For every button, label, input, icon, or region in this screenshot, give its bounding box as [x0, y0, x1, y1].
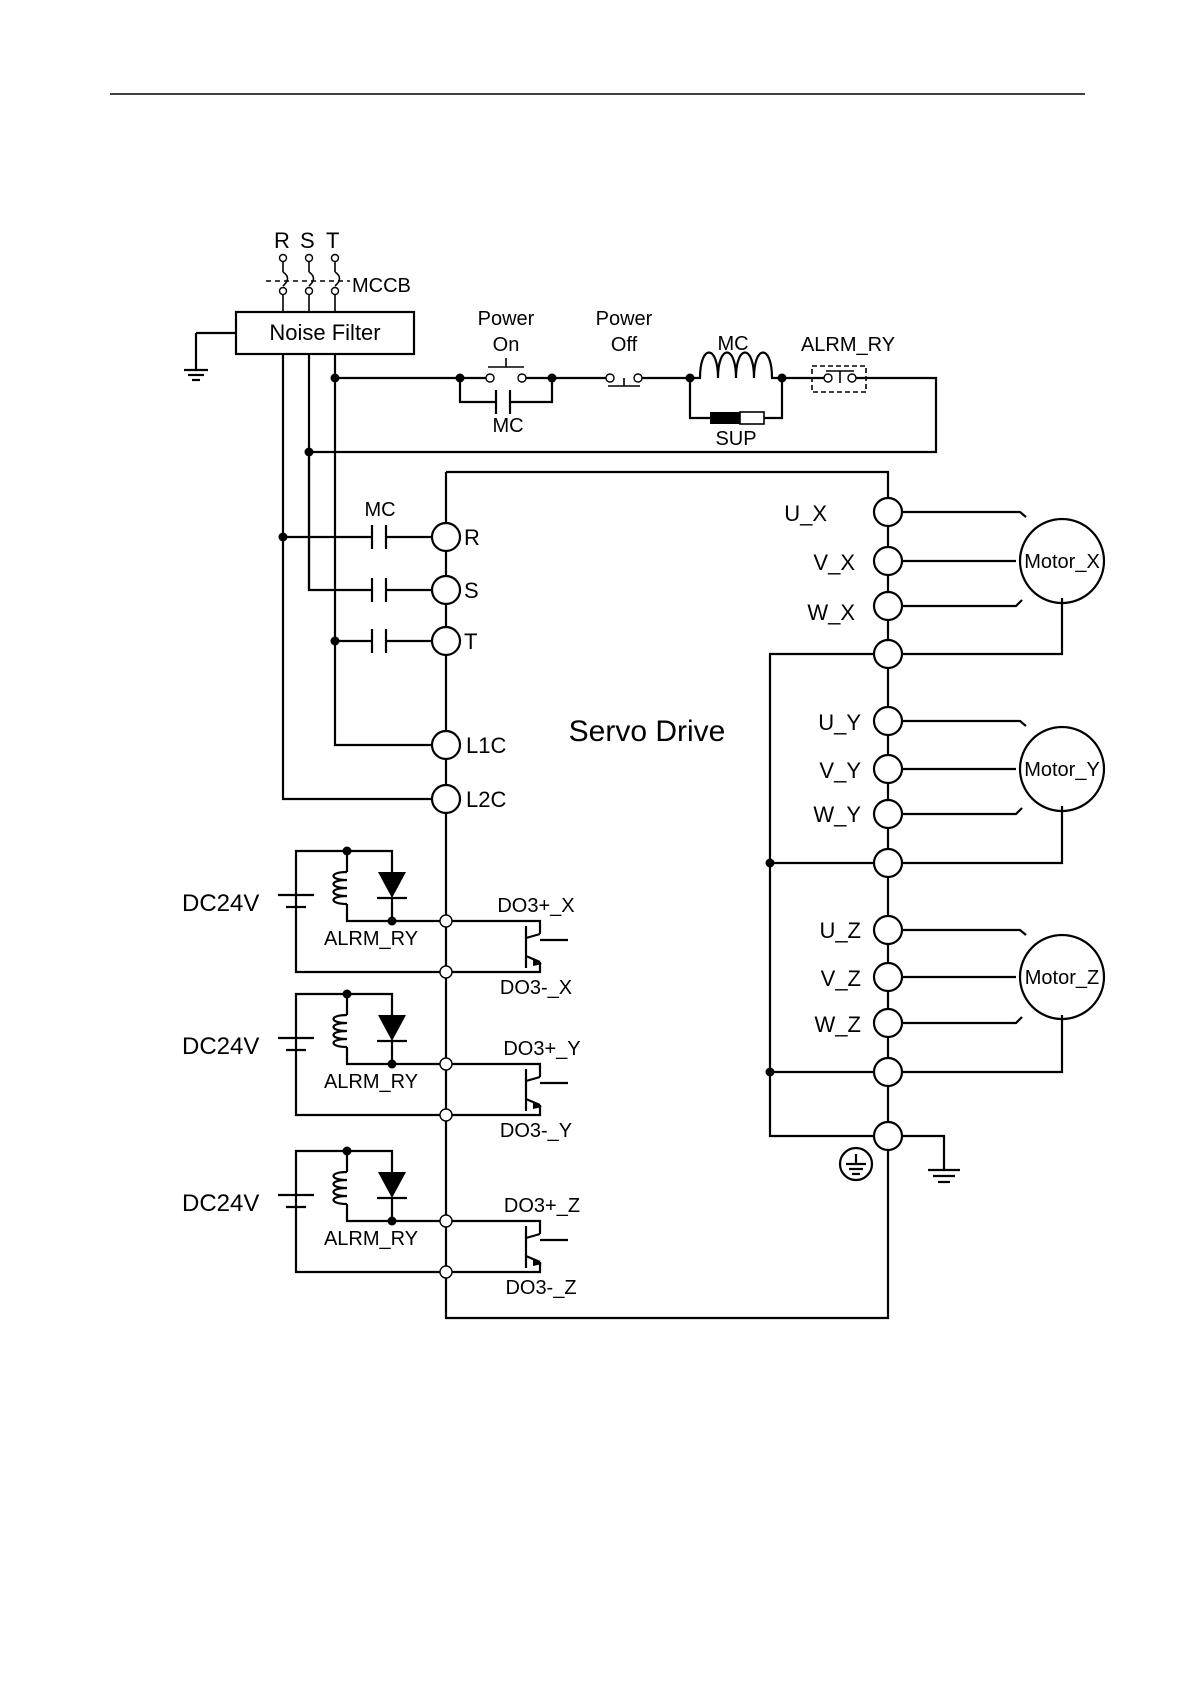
- power-off-label-line2: Off: [611, 334, 638, 356]
- terminal-label-w-z: W_Z: [815, 1012, 861, 1037]
- terminal-label-v-z: V_Z: [821, 966, 861, 991]
- motor-y-label: Motor_Y: [1024, 759, 1100, 781]
- protective-earth-icon: [840, 1148, 872, 1180]
- do-minus-label-y: DO3-_Y: [500, 1120, 572, 1142]
- alarm-circuit-y: DC24V ALRM_RY DO3+_Y DO3-_Y: [182, 990, 581, 1143]
- servo-drive-title: Servo Drive: [569, 715, 726, 748]
- noise-filter-label: Noise Filter: [269, 320, 380, 345]
- terminal-l2c: [432, 785, 460, 813]
- terminal-u-x: [874, 498, 902, 526]
- alrm-ry-label-z: ALRM_RY: [324, 1228, 418, 1250]
- terminal-label-l1c: L1C: [466, 733, 506, 758]
- terminal-u-z: [874, 916, 902, 944]
- do-minus-label-z: DO3-_Z: [505, 1277, 576, 1299]
- terminal-label-v-y: V_Y: [819, 758, 861, 783]
- terminal-label-w-y: W_Y: [813, 802, 861, 827]
- terminal-label-r: R: [464, 525, 480, 550]
- motor-output-y: U_Y V_Y W_Y Motor_Y: [813, 707, 1104, 877]
- phase-label-r: R: [274, 228, 290, 253]
- alrm-ry-contact-label: ALRM_RY: [801, 334, 895, 356]
- terminal-u-y: [874, 707, 902, 735]
- terminal-pe-z: [874, 1058, 902, 1086]
- terminal-label-t: T: [464, 629, 477, 654]
- terminal-label-u-x: U_X: [784, 501, 827, 526]
- do-minus-label-x: DO3-_X: [500, 977, 572, 999]
- motor-x-label: Motor_X: [1024, 551, 1100, 573]
- dc24v-label-x: DC24V: [182, 890, 259, 917]
- do-plus-label-z: DO3+_Z: [504, 1195, 580, 1217]
- mc-coil-label: MC: [717, 333, 748, 355]
- terminal-v-z: [874, 963, 902, 991]
- terminal-w-x: [874, 592, 902, 620]
- terminal-s: [432, 576, 460, 604]
- mc-aux-contact-label: MC: [492, 415, 523, 437]
- motor-z-label: Motor_Z: [1025, 967, 1099, 989]
- alrm-ry-label-x: ALRM_RY: [324, 928, 418, 950]
- do-plus-label-x: DO3+_X: [497, 895, 574, 917]
- terminal-pe-main: [874, 1122, 902, 1150]
- alarm-circuit-x: DC24V ALRM_RY DO3+_X DO3-_X: [182, 847, 575, 1000]
- alarm-circuit-z: DC24V ALRM_RY DO3+_Z DO3-_Z: [182, 1147, 580, 1300]
- input-power-section: MC R S T L1C L2C: [283, 452, 506, 813]
- terminal-pe-y: [874, 849, 902, 877]
- ground-icon: [902, 1136, 960, 1182]
- sup-label: SUP: [715, 428, 756, 450]
- power-on-label-line2: On: [493, 334, 520, 356]
- terminal-label-u-z: U_Z: [819, 918, 861, 943]
- terminal-w-y: [874, 800, 902, 828]
- supply-mccb: R S T MCCB: [266, 228, 411, 312]
- terminal-v-y: [874, 755, 902, 783]
- terminal-pe-x: [874, 640, 902, 668]
- main-contactor-label: MC: [364, 499, 395, 521]
- alrm-ry-label-y: ALRM_RY: [324, 1071, 418, 1093]
- do-plus-label-y: DO3+_Y: [503, 1038, 580, 1060]
- terminal-w-z: [874, 1009, 902, 1037]
- motor-outputs: U_X V_X W_X Motor_X U_Y V_Y W_Y: [766, 498, 1105, 1182]
- filtered-phase-wires: [279, 354, 447, 799]
- terminal-label-s: S: [464, 578, 479, 603]
- terminal-v-x: [874, 547, 902, 575]
- mccb-label: MCCB: [352, 275, 411, 297]
- control-circuit: Power On MC Power Off MC SUP ALRM_RY: [309, 308, 936, 452]
- phase-label-s: S: [300, 228, 315, 253]
- power-on-label-line1: Power: [478, 308, 535, 330]
- dc24v-label-z: DC24V: [182, 1190, 259, 1217]
- motor-output-z: U_Z V_Z W_Z Motor_Z: [815, 916, 1104, 1086]
- terminal-l1c: [432, 731, 460, 759]
- terminal-label-w-x: W_X: [807, 600, 855, 625]
- power-off-label-line1: Power: [596, 308, 653, 330]
- noise-filter: Noise Filter: [184, 312, 414, 380]
- terminal-t: [432, 627, 460, 655]
- dc24v-label-y: DC24V: [182, 1033, 259, 1060]
- phase-label-t: T: [326, 228, 339, 253]
- motor-output-x: U_X V_X W_X Motor_X: [784, 498, 1104, 668]
- terminal-r: [432, 523, 460, 551]
- terminal-label-v-x: V_X: [813, 550, 855, 575]
- terminal-label-u-y: U_Y: [818, 710, 861, 735]
- terminal-label-l2c: L2C: [466, 787, 506, 812]
